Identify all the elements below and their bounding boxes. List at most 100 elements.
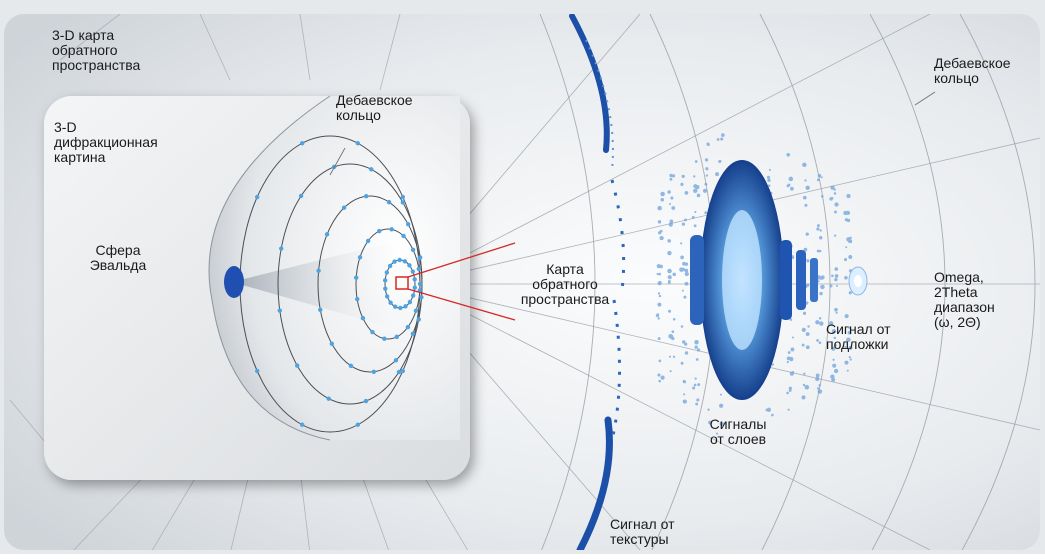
cloud-dot xyxy=(830,374,835,379)
cloud-dot xyxy=(683,400,687,403)
cloud-dot xyxy=(805,332,810,337)
ring-spot xyxy=(400,200,406,205)
cloud-dot xyxy=(681,174,685,179)
cloud-dot xyxy=(805,345,810,350)
ring-spot xyxy=(407,299,413,305)
cloud-dot xyxy=(843,258,848,262)
cloud-dot xyxy=(693,383,697,387)
cloud-dot xyxy=(819,229,822,232)
ring-spot xyxy=(318,307,323,313)
cloud-dot xyxy=(844,345,847,348)
substrate-signal-spot xyxy=(848,266,868,296)
cloud-dot xyxy=(680,182,684,187)
ring-spot xyxy=(254,368,260,374)
cloud-dot xyxy=(657,220,662,224)
cloud-dot xyxy=(835,311,838,314)
cloud-dot xyxy=(681,222,686,226)
ring-spot xyxy=(401,233,406,239)
ring-spot xyxy=(417,281,423,287)
ring-spot xyxy=(405,222,411,227)
ring-spot xyxy=(400,368,406,374)
cloud-dot xyxy=(657,317,660,320)
cloud-dot xyxy=(684,351,689,355)
cloud-dot xyxy=(657,205,662,211)
cloud-dot xyxy=(661,198,664,202)
cloud-dot xyxy=(849,358,852,361)
ring-spot xyxy=(355,422,361,427)
ring-spot xyxy=(419,295,424,300)
cloud-dot xyxy=(815,373,820,378)
ring-spot xyxy=(326,396,331,401)
cloud-dot xyxy=(667,250,672,256)
cloud-dot xyxy=(806,283,810,287)
ring-spots xyxy=(237,141,424,427)
ring-spot xyxy=(397,257,402,263)
label-debye-ring-inset: Дебаевское кольцо xyxy=(336,92,413,123)
cloud-dot xyxy=(670,196,674,200)
cloud-dot xyxy=(697,383,701,387)
ring-spot xyxy=(279,246,284,251)
cloud-dot xyxy=(679,267,684,272)
ring-spot xyxy=(417,288,422,293)
ring-spot xyxy=(355,296,360,302)
cloud-dot xyxy=(768,168,772,171)
label-ewald-sphere: Сфера Эвальда xyxy=(89,242,147,273)
ring-spot xyxy=(417,255,422,261)
cloud-dot xyxy=(805,185,810,190)
cloud-dot xyxy=(684,218,687,222)
cloud-dot xyxy=(848,345,853,350)
cloud-dot xyxy=(815,320,820,325)
cloud-dot xyxy=(816,249,820,253)
cloud-dot xyxy=(847,330,852,335)
cloud-dot xyxy=(848,326,851,329)
cloud-dot xyxy=(791,336,794,339)
ring-spot xyxy=(396,369,402,375)
ring-spot xyxy=(403,304,408,309)
cloud-dot xyxy=(720,137,724,141)
ring-spot xyxy=(410,247,416,253)
cloud-dot xyxy=(787,408,790,411)
cloud-dot xyxy=(695,358,699,361)
cloud-dot xyxy=(668,355,672,358)
ring-spot xyxy=(371,369,377,374)
cloud-dot xyxy=(834,307,838,312)
cloud-dot xyxy=(716,432,719,435)
cloud-dot xyxy=(693,224,697,228)
cloud-dot xyxy=(771,363,775,366)
cloud-dot xyxy=(803,372,806,375)
cloud-dot xyxy=(766,175,771,179)
ring-spot xyxy=(413,308,419,313)
cloud-dot xyxy=(807,325,810,328)
cloud-dot xyxy=(671,330,675,334)
cloud-dot xyxy=(680,255,684,260)
cloud-dot xyxy=(694,160,698,163)
cloud-dot xyxy=(802,162,807,168)
cloud-dot xyxy=(669,173,673,178)
cloud-dot xyxy=(680,242,683,245)
cloud-dot xyxy=(831,346,836,351)
cloud-dot xyxy=(680,361,684,365)
cloud-dot xyxy=(684,262,689,266)
ring-spot xyxy=(298,193,304,199)
cloud-dot xyxy=(704,211,708,215)
cloud-dot xyxy=(669,177,673,181)
cloud-dot xyxy=(682,340,686,344)
cloud-dot xyxy=(828,321,834,326)
label-omega-range: Omega, 2Theta диапазон (ω, 2Θ) xyxy=(934,269,995,330)
ring-spot xyxy=(392,259,397,264)
cloud-dot xyxy=(805,232,809,236)
cloud-dot xyxy=(820,284,825,290)
ring-spot xyxy=(299,141,305,146)
cloud-dot xyxy=(657,292,661,295)
cloud-dot xyxy=(767,178,771,183)
cloud-dot xyxy=(790,177,793,180)
texture-signal-arc xyxy=(569,14,626,550)
cloud-dot xyxy=(844,275,848,280)
cloud-dot xyxy=(816,227,820,231)
cloud-dot xyxy=(667,268,672,274)
cloud-dot xyxy=(719,421,725,427)
ring-spot xyxy=(382,336,387,341)
cloud-dot xyxy=(715,172,720,177)
ring-spot xyxy=(384,270,390,275)
cloud-dot xyxy=(671,206,676,210)
